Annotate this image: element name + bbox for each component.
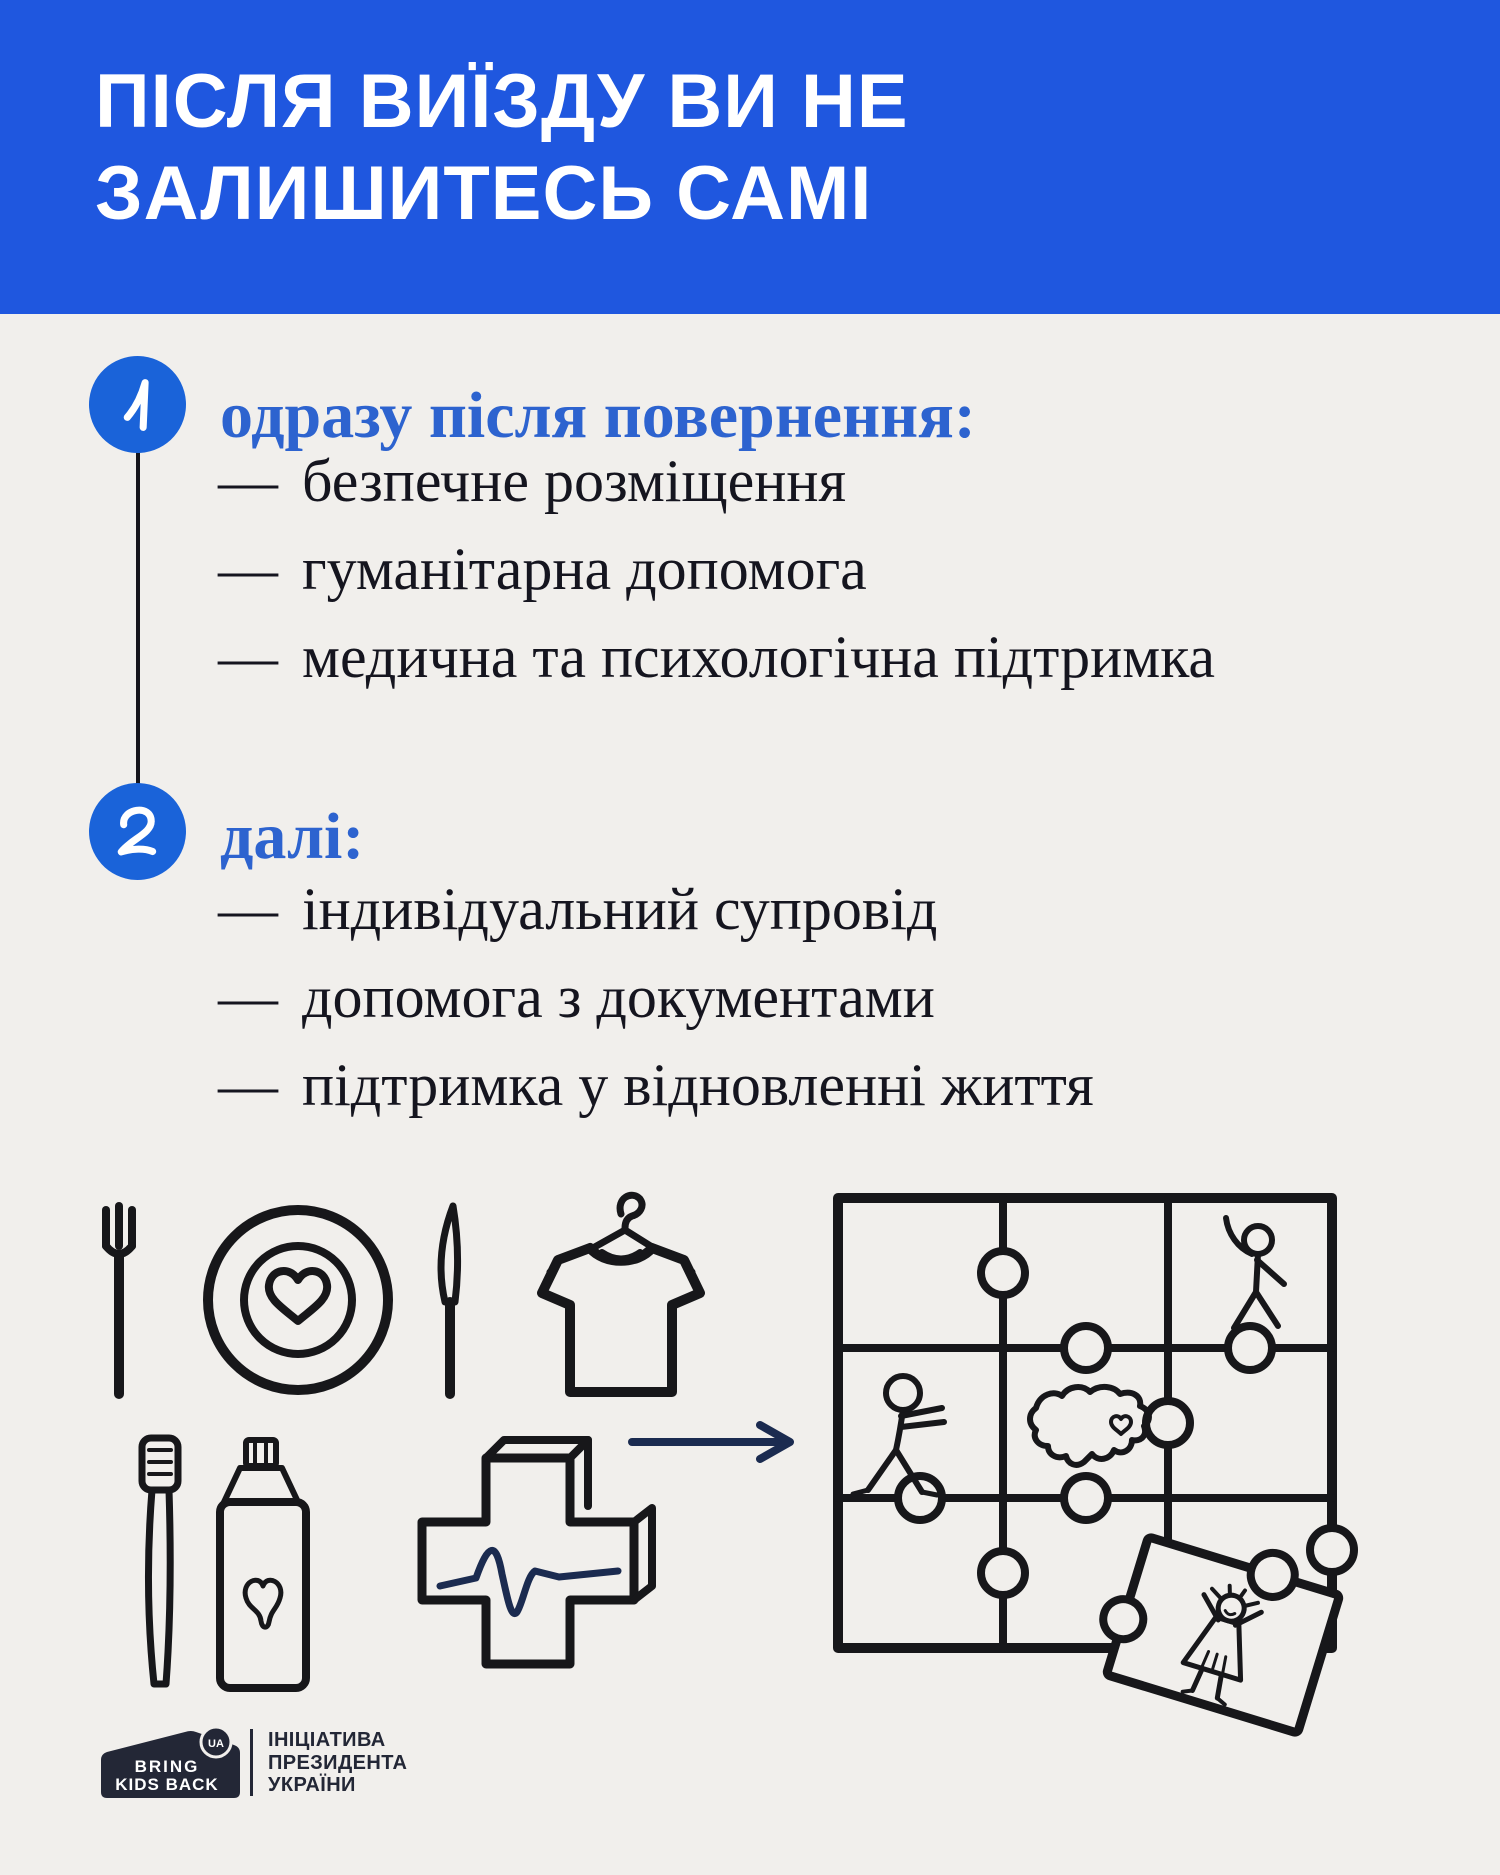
bullet-dash: — <box>218 964 278 1030</box>
page-title-line2: ЗАЛИШИТЕСЬ САМІ <box>95 151 873 236</box>
list-item: — допомога з документами <box>218 967 935 1027</box>
page-title: ПІСЛЯ ВИЇЗДУ ВИ НЕ ЗАЛИШИТЕСЬ САМІ <box>95 56 909 240</box>
tshirt-on-hanger-icon <box>528 1186 713 1411</box>
ukraine-puzzle-illustration <box>828 1188 1403 1788</box>
handwritten-2-icon <box>117 806 157 856</box>
bring-kids-back-logo: UA BRING KIDS BACK <box>95 1725 247 1802</box>
list-item: — індивідуальний супровід <box>218 879 937 939</box>
list-item: — гуманітарна допомога <box>218 539 867 599</box>
logo-tagline-line1: ІНІЦІАТИВА <box>268 1729 386 1751</box>
fork-plate-knife-icon <box>88 1198 483 1403</box>
bullet-dash: — <box>218 1052 278 1118</box>
logo-tagline: ІНІЦІАТИВА ПРЕЗИДЕНТА УКРАЇНИ <box>268 1729 407 1797</box>
list-item: — медична та психологічна підтримка <box>218 627 1215 687</box>
right-arrow-icon <box>628 1420 808 1464</box>
bullet-dash: — <box>218 536 278 602</box>
step-2-title: далі: <box>220 800 365 873</box>
logo-brand-line1: BRING <box>135 1757 200 1776</box>
step-1-badge <box>85 352 190 457</box>
logo-brand-line2: KIDS BACK <box>115 1775 218 1794</box>
page-title-line1: ПІСЛЯ ВИЇЗДУ ВИ НЕ <box>95 59 909 144</box>
toothbrush-toothpaste-icon <box>128 1432 338 1697</box>
list-item-text: безпечне розміщення <box>302 448 847 514</box>
list-item-text: медична та психологічна підтримка <box>302 624 1216 690</box>
bullet-dash: — <box>218 876 278 942</box>
list-item: — підтримка у відновленні життя <box>218 1055 1094 1115</box>
bullet-dash: — <box>218 448 278 514</box>
logo-tagline-line2: ПРЕЗИДЕНТА <box>268 1751 408 1774</box>
list-item-text: індивідуальний супровід <box>302 876 938 942</box>
list-item-text: гуманітарна допомога <box>302 536 867 602</box>
list-item-text: підтримка у відновленні життя <box>302 1052 1094 1118</box>
step-connector-line <box>136 452 140 784</box>
list-item: — безпечне розміщення <box>218 451 846 511</box>
handwritten-1-icon <box>123 379 149 431</box>
logo-divider <box>250 1729 253 1796</box>
list-item-text: допомога з документами <box>302 964 935 1030</box>
bullet-dash: — <box>218 624 278 690</box>
ua-badge-icon <box>199 1725 233 1759</box>
medical-cross-pulse-icon <box>412 1424 662 1689</box>
logo-badge-text: UA <box>208 1738 224 1750</box>
logo-tagline-line3: УКРАЇНИ <box>268 1774 356 1796</box>
step-1-title: одразу після повернення: <box>220 379 976 452</box>
header-band: ПІСЛЯ ВИЇЗДУ ВИ НЕ ЗАЛИШИТЕСЬ САМІ <box>0 0 1500 314</box>
step-2-badge <box>86 780 189 883</box>
